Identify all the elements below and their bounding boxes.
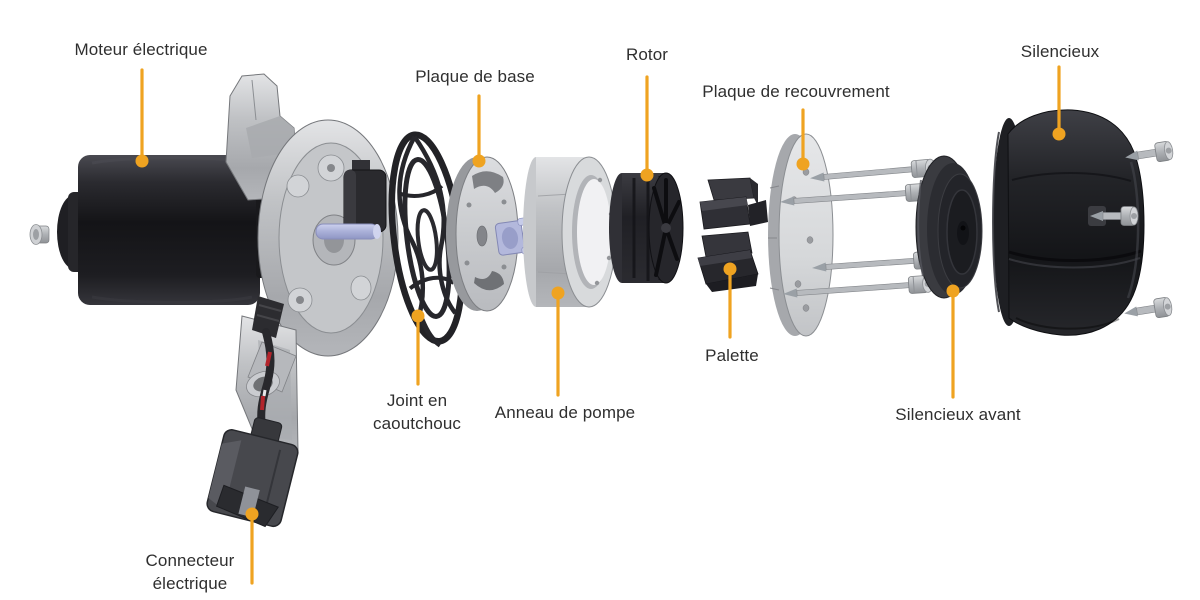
label-text: caoutchouc [373, 414, 461, 433]
label-text: Silencieux [1020, 42, 1100, 61]
label-text: Joint en [386, 391, 448, 410]
label-rotor: Rotor [626, 43, 668, 66]
leader-moteur-electrique [135, 68, 149, 168]
label-silencieux: Silencieux [1021, 40, 1100, 63]
base-plate-part [446, 156, 539, 312]
label-palette: Palette [705, 344, 759, 367]
leader-palette [723, 262, 737, 339]
leader-plaque-de-base [472, 94, 486, 168]
leader-silencieux-avant [946, 284, 960, 399]
label-silencieux-avant: Silencieux avant [895, 403, 1020, 426]
label-moteur-electrique: Moteur électrique [74, 38, 207, 61]
leader-plaque-de-recouvrement [796, 108, 810, 171]
label-connecteur-electrique: Connecteur électrique [146, 549, 235, 595]
label-plaque-de-recouvrement: Plaque de recouvrement [702, 80, 889, 103]
label-text: Plaque de base [415, 67, 535, 86]
rear-screw [29, 224, 50, 245]
label-joint-en-caoutchouc: Joint en caoutchouc [373, 389, 461, 435]
output-shaft [315, 223, 381, 240]
label-text: Anneau de pompe [494, 403, 636, 422]
label-text: Palette [705, 346, 759, 365]
pump-ring-part [523, 156, 617, 308]
terminal-block [343, 160, 387, 233]
leader-rotor [640, 75, 654, 182]
shaft-coupler [494, 216, 539, 256]
label-anneau-de-pompe: Anneau de pompe [495, 401, 635, 424]
leader-joint-en-caoutchouc [411, 309, 425, 386]
label-text: Silencieux avant [895, 405, 1021, 424]
label-text: Rotor [625, 45, 669, 64]
rotor-part [609, 172, 684, 284]
wire-harness [252, 296, 284, 432]
cover-plate-part [768, 133, 939, 337]
leader-connecteur-electrique [245, 507, 259, 585]
silencer-housing-part [992, 109, 1175, 336]
label-plaque-de-base: Plaque de base [415, 65, 535, 88]
label-text: Moteur électrique [74, 40, 208, 59]
label-text: Connecteur [145, 551, 235, 570]
front-silencer-part [915, 155, 983, 299]
electrical-connector-part [206, 417, 299, 528]
label-text: électrique [152, 574, 228, 593]
leader-silencieux [1052, 65, 1066, 141]
vane-part [697, 177, 768, 292]
electric-motor-part [29, 73, 399, 528]
leader-anneau-de-pompe [551, 286, 565, 397]
label-text: Plaque de recouvrement [702, 82, 890, 101]
